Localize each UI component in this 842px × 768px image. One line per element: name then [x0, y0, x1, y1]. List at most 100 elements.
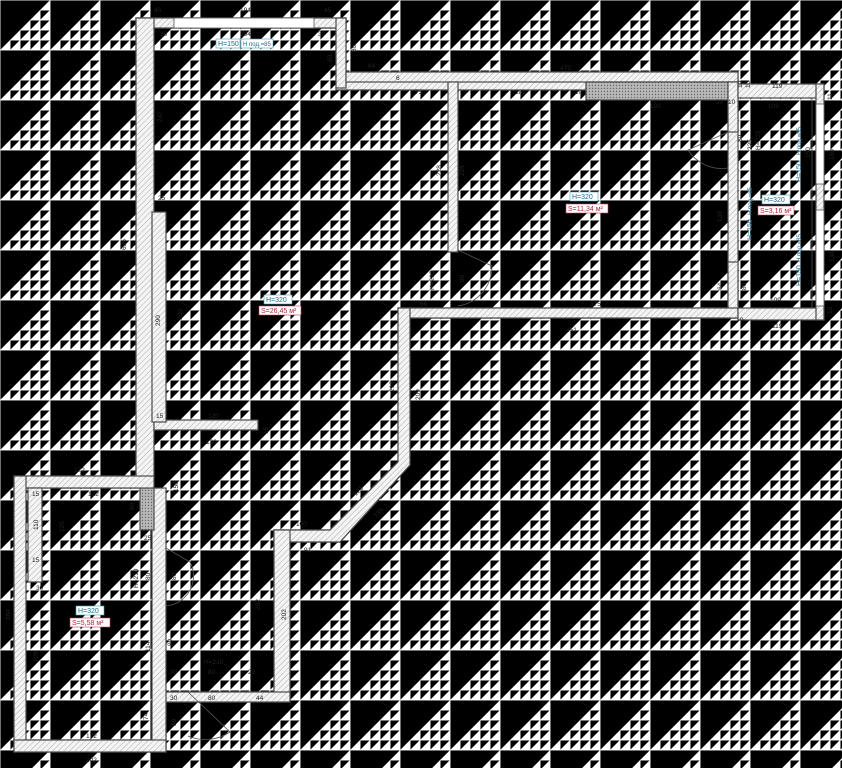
- window-loggia-2-height: H=150: [747, 219, 754, 240]
- dim-110: 110: [33, 519, 40, 530]
- dim-225: 225: [747, 139, 754, 150]
- window-top-height-box: [215, 38, 241, 49]
- dim-80-h: 80: [208, 669, 216, 676]
- loggia-height-box: [761, 194, 791, 205]
- dim-80-d: 80: [459, 274, 466, 282]
- bedroom-height-label: H=320: [572, 194, 593, 201]
- dim-89: 89: [171, 718, 178, 726]
- window-loggia-1: [815, 103, 825, 185]
- door-balcony-height: H=225: [755, 130, 762, 150]
- door-bedroom-height: H=210: [429, 270, 436, 290]
- dim-194-top: 194: [240, 7, 251, 14]
- dim-475: 475: [560, 65, 571, 72]
- bedroom-area-label: S=11,34 м²: [568, 206, 604, 213]
- dim-182: 182: [515, 89, 526, 96]
- main-area-label: S=26,45 м²: [261, 308, 297, 315]
- dim-150: 150: [805, 147, 812, 158]
- dim-229: 229: [33, 651, 40, 662]
- dim-9: 9: [740, 317, 744, 324]
- dim-100: 100: [296, 521, 307, 528]
- dim-29: 29: [248, 669, 256, 676]
- dim-99: 99: [167, 638, 174, 646]
- dim-125: 125: [59, 521, 66, 532]
- dim-30-d: 30: [170, 669, 178, 676]
- window-loggia-3-sill: H под.=85: [797, 234, 803, 262]
- small-height-box: [75, 605, 105, 616]
- wall-small-bottom: [13, 739, 167, 753]
- door-small-swing: [165, 547, 194, 607]
- dim-25: 25: [158, 195, 166, 202]
- dim-6: 6: [396, 75, 400, 82]
- dim-10-b: 10: [745, 80, 752, 88]
- dim-122: 122: [88, 491, 99, 498]
- dim-66: 66: [420, 301, 428, 308]
- dim-451: 451: [566, 327, 577, 334]
- dim-130: 130: [206, 439, 217, 446]
- main-height-label: H=320: [266, 297, 287, 304]
- wall-top-long: [345, 71, 739, 83]
- room-labels: H=320 S=26,45 м² H=320 S=11,34 м² H=320 …: [69, 191, 795, 628]
- openings: [165, 17, 825, 740]
- dim-172-top: 172: [74, 467, 85, 474]
- dim-60: 60: [129, 502, 136, 510]
- dim-635: 635: [121, 239, 128, 250]
- dim-80-e: 80: [741, 282, 748, 290]
- dim-109-top: 109: [768, 103, 779, 110]
- wall-small-top: [13, 475, 155, 489]
- wall-loggia-right: [815, 83, 825, 321]
- dim-158: 158: [173, 481, 180, 492]
- wall-left-closet: [151, 211, 167, 423]
- window-top-sill: H под.=85: [243, 42, 271, 48]
- window-loggia-1-height: H=150: [796, 161, 803, 182]
- dim-300: 300: [177, 309, 184, 320]
- wall-interior-stub: [153, 419, 259, 431]
- small-area-label: S=5,58 м²: [72, 620, 104, 627]
- dim-290: 290: [155, 315, 162, 326]
- dim-120: 120: [208, 413, 219, 420]
- wall-top-dark: [585, 81, 739, 101]
- opening-labels: H=150 H под.=85 H=210 H=225 H=150 H под.…: [133, 38, 803, 666]
- dim-10-c: 10: [716, 99, 724, 106]
- bedroom-area-box: [565, 203, 609, 214]
- dim-91: 91: [304, 547, 312, 554]
- wall-small-inner-block: [27, 487, 43, 583]
- window-top-height: H=150: [218, 41, 239, 48]
- dim-45-left: 45: [154, 7, 162, 14]
- loggia-area-box: [757, 205, 795, 216]
- dim-80-b: 80: [327, 54, 334, 62]
- dim-30-right: 30: [318, 31, 326, 38]
- wall-loggia-bottom: [737, 307, 825, 321]
- dim-15-d: 15: [32, 557, 40, 564]
- dim-25-b: 25: [144, 535, 152, 542]
- door-bedroom-swing: [457, 249, 493, 307]
- dim-64-b: 64: [717, 282, 724, 290]
- dim-80-c: 80: [737, 134, 744, 142]
- dim-228-b: 228: [459, 165, 466, 176]
- window-top-sill-box: [240, 38, 274, 49]
- dim-44: 44: [256, 695, 264, 702]
- wall-left-upper: [135, 17, 155, 479]
- dim-172-bottom: 172: [86, 733, 97, 740]
- dim-20: 20: [575, 89, 583, 96]
- door-balcony-swing: [687, 131, 729, 169]
- dim-375: 375: [590, 301, 601, 308]
- bedroom-height-box: [569, 191, 599, 202]
- dim-194-inner: 194: [240, 31, 251, 38]
- dim-80-i: 80: [208, 695, 216, 702]
- wall-partition-vertical: [447, 81, 459, 253]
- wall-small-dark: [139, 487, 155, 531]
- dim-30-e: 30: [170, 695, 178, 702]
- dim-64: 64: [368, 63, 376, 70]
- walls: [13, 17, 825, 753]
- dim-228-a: 228: [436, 165, 443, 176]
- dim-30-left: 30: [160, 31, 168, 38]
- small-area-box: [69, 617, 111, 628]
- dim-80-g: 80: [171, 572, 178, 580]
- main-height-box: [263, 294, 293, 305]
- dim-109-bottom: 109: [770, 297, 781, 304]
- dim-30-c: 30: [36, 585, 44, 592]
- dim-80-a: 80: [351, 44, 358, 52]
- dim-202-b: 202: [281, 609, 288, 620]
- dim-74: 74: [143, 712, 150, 720]
